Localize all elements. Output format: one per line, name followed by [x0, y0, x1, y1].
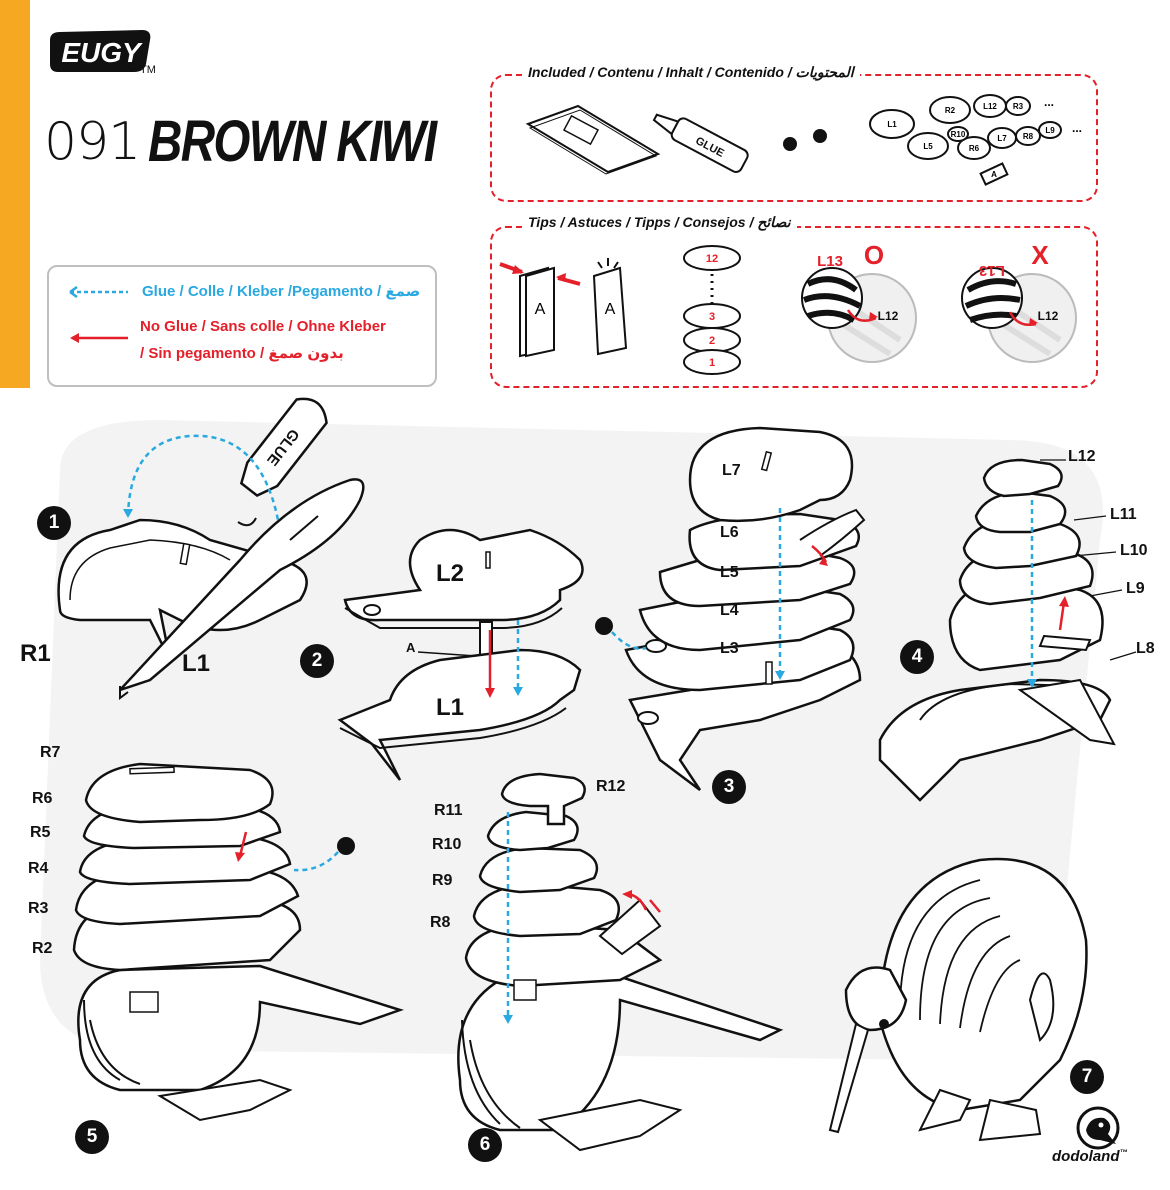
part-label: L4: [720, 602, 739, 619]
tips-title: Tips / Astuces / Tipps / Consejos / نصائ…: [522, 214, 797, 231]
part-label: L3: [720, 640, 739, 657]
svg-text:R10: R10: [951, 130, 966, 139]
eye-bead-icon: [783, 137, 797, 151]
part-label: L7: [722, 462, 741, 479]
step-3-illustration: [595, 426, 866, 791]
maker-name: dodoland™: [1052, 1148, 1128, 1165]
part-label: L8: [1136, 640, 1155, 657]
stack-order-tip: 12 3 2 1: [683, 245, 741, 375]
part-label: R12: [596, 778, 626, 795]
svg-text:L12: L12: [878, 309, 899, 323]
trademark: TM: [140, 64, 156, 76]
part-label: L9: [1126, 580, 1145, 597]
svg-text:A: A: [991, 170, 997, 179]
svg-text:R6: R6: [969, 144, 980, 153]
svg-text:...: ...: [1044, 95, 1054, 109]
legend-no-glue-2: / Sin pegamento / بدون صمغ: [140, 345, 344, 362]
step-4-number: 4: [900, 640, 934, 674]
step-7-number: 7: [1070, 1060, 1104, 1094]
svg-text:L12: L12: [1038, 309, 1059, 323]
part-label: L11: [1110, 506, 1137, 523]
part-label: R6: [32, 790, 53, 807]
step-2-illustration: [337, 528, 584, 781]
part-label: R10: [432, 836, 462, 853]
svg-text:L7: L7: [997, 134, 1007, 143]
svg-text:2: 2: [709, 335, 715, 347]
part-label: R5: [30, 824, 51, 841]
svg-text:12: 12: [706, 253, 718, 265]
part-label: L2: [436, 560, 465, 587]
part-label: R4: [28, 860, 49, 877]
svg-text:L12: L12: [983, 102, 997, 111]
part-label: L12: [1068, 448, 1096, 465]
part-label: L1: [182, 650, 211, 677]
part-label: R9: [432, 872, 453, 889]
card-assembled-tip: A: [592, 258, 628, 356]
included-title: Included / Contenu / Inhalt / Contenido …: [522, 64, 860, 81]
part-label: L6: [720, 524, 739, 541]
step-5-number: 5: [75, 1120, 109, 1154]
part-label: R8: [430, 914, 451, 931]
accent-bar: [0, 0, 30, 388]
step-2-number: 2: [300, 644, 334, 678]
step-1-illustration: GLUE: [57, 397, 365, 700]
svg-text:R3: R3: [1013, 102, 1024, 111]
svg-text:1: 1: [709, 357, 715, 369]
step-3-number: 3: [712, 770, 746, 804]
svg-text:A: A: [535, 301, 546, 318]
legend-box: [47, 265, 437, 387]
dodoland-logo: [1076, 1106, 1120, 1150]
svg-text:L13: L13: [817, 253, 843, 270]
step-4-illustration: [878, 458, 1137, 802]
part-label: R7: [40, 744, 61, 761]
svg-text:X: X: [1031, 240, 1049, 270]
svg-text:O: O: [864, 240, 884, 270]
product-number: 091: [44, 112, 141, 172]
legend-no-glue: No Glue / Sans colle / Ohne Kleber: [140, 318, 386, 335]
part-label: L10: [1120, 542, 1148, 559]
svg-text:L13: L13: [979, 262, 1005, 279]
step-6-number: 6: [468, 1128, 502, 1162]
svg-text:...: ...: [1072, 121, 1082, 135]
brand-logo: EUGY: [50, 30, 151, 72]
instruction-sheet-icon: [525, 104, 661, 175]
press-card-tip: A: [499, 262, 581, 358]
svg-text:R8: R8: [1023, 132, 1034, 141]
part-label: A: [406, 640, 416, 655]
product-name: BROWN KIWI: [148, 109, 437, 174]
wrong-orientation-tip: L13 X L12: [961, 240, 1077, 363]
svg-text:L5: L5: [923, 142, 933, 151]
step-6-illustration: [457, 772, 784, 1152]
step-1-number: 1: [37, 506, 71, 540]
parts-discs: L1 R2 L12 R3 L5 R6 L7 R8 L9 R10 A ... ..…: [869, 94, 1082, 186]
part-label: L1: [436, 694, 465, 721]
step-7-illustration: [828, 857, 1088, 1142]
part-label: R2: [32, 940, 53, 957]
part-label: L5: [720, 564, 739, 581]
svg-text:L1: L1: [887, 120, 897, 129]
svg-text:R2: R2: [945, 106, 956, 115]
part-label: R3: [28, 900, 49, 917]
legend-glue: Glue / Colle / Kleber /Pegamento / صمغ: [142, 283, 421, 300]
svg-text:L9: L9: [1045, 126, 1055, 135]
svg-text:A: A: [605, 301, 616, 318]
svg-text:3: 3: [709, 311, 715, 323]
correct-orientation-tip: L13 O L12: [801, 240, 917, 363]
part-label: R1: [20, 640, 51, 667]
part-label: R11: [434, 802, 463, 819]
step-5-illustration: [72, 762, 404, 1122]
brand-logo-text: EUGY: [61, 37, 143, 68]
eye-bead-icon: [813, 129, 827, 143]
